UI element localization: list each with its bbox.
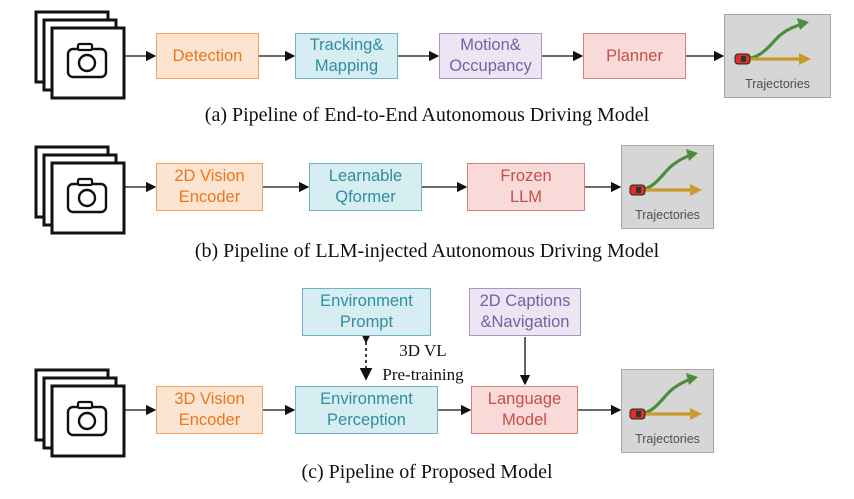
detection-box: Detection — [156, 33, 259, 79]
tracking-mapping-box: Tracking& Mapping — [295, 33, 398, 79]
2d-vision-encoder-box: 2D Vision Encoder — [156, 163, 263, 211]
3d-vision-encoder-box: 3D Vision Encoder — [156, 386, 263, 434]
caption-a: (a) Pipeline of End-to-End Autonomous Dr… — [204, 104, 650, 126]
trajectories-label-a: Trajectories — [745, 77, 810, 91]
caption-c: (c) Pipeline of Proposed Model — [301, 461, 553, 483]
pretrain-label: 3D VL Pre-training — [382, 341, 464, 384]
trajectories-label-c: Trajectories — [635, 432, 700, 446]
trajectory-arrows-icon — [742, 22, 804, 61]
frozen-llm-box: Frozen LLM — [467, 163, 585, 211]
motion-occupancy-box: Motion& Occupancy — [439, 33, 542, 79]
planner-box: Planner — [583, 33, 686, 79]
trajectories-panel-a: Trajectories — [724, 14, 831, 98]
learnable-qformer-box: Learnable Qformer — [309, 163, 422, 211]
environment-perception-box: Environment Perception — [295, 386, 438, 434]
2d-captions-navigation-box: 2D Captions &Navigation — [469, 288, 581, 336]
trajectories-label-b: Trajectories — [635, 208, 700, 222]
caption-b: (b) Pipeline of LLM-injected Autonomous … — [194, 240, 660, 262]
language-model-box: Language Model — [471, 386, 578, 434]
trajectories-panel-b: Trajectories — [621, 145, 714, 229]
environment-prompt-box: Environment Prompt — [302, 288, 431, 336]
trajectories-panel-c: Trajectories — [621, 369, 714, 453]
